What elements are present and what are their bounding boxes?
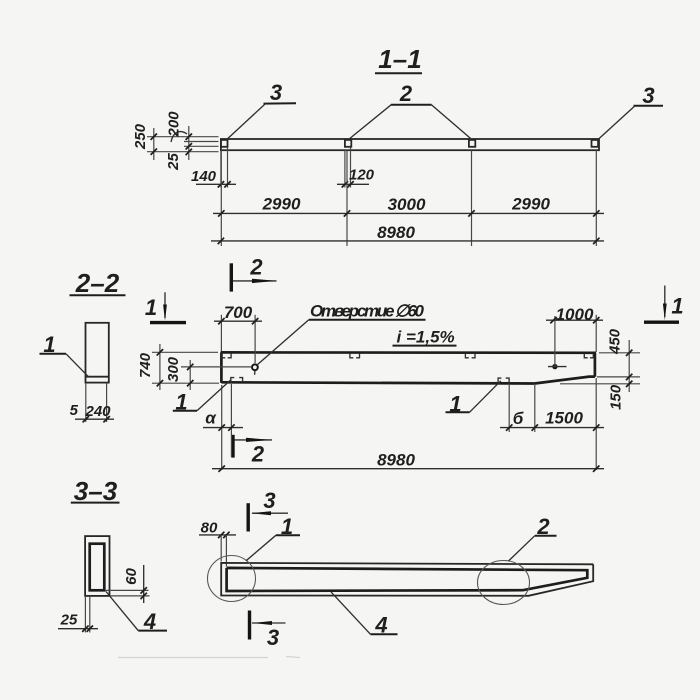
svg-text:1: 1 bbox=[671, 294, 683, 319]
svg-text:1500: 1500 bbox=[545, 409, 583, 428]
svg-text:2: 2 bbox=[249, 255, 263, 280]
svg-text:8980: 8980 bbox=[377, 223, 415, 242]
svg-text:25: 25 bbox=[165, 153, 182, 171]
svg-text:2: 2 bbox=[536, 514, 550, 539]
svg-text:1000: 1000 bbox=[556, 305, 594, 324]
svg-text:3: 3 bbox=[642, 83, 654, 108]
svg-text:3: 3 bbox=[263, 488, 275, 513]
svg-text:450: 450 bbox=[607, 328, 624, 355]
svg-text:4: 4 bbox=[143, 609, 156, 634]
svg-text:80: 80 bbox=[201, 520, 218, 537]
svg-text:300: 300 bbox=[165, 356, 182, 382]
svg-text:3: 3 bbox=[270, 80, 282, 105]
svg-text:60: 60 bbox=[123, 568, 140, 585]
svg-text:2990: 2990 bbox=[262, 195, 301, 214]
svg-text:б: б bbox=[513, 409, 524, 428]
svg-text:25: 25 bbox=[60, 612, 78, 629]
svg-text:α: α bbox=[205, 409, 217, 428]
svg-text:4: 4 bbox=[374, 613, 387, 638]
svg-text:2: 2 bbox=[251, 442, 265, 467]
svg-text:1–1: 1–1 bbox=[378, 44, 421, 74]
svg-text:1: 1 bbox=[145, 295, 157, 320]
svg-text:3: 3 bbox=[267, 625, 279, 650]
svg-text:1: 1 bbox=[449, 392, 461, 417]
svg-text:2990: 2990 bbox=[511, 195, 550, 214]
svg-text:120: 120 bbox=[349, 167, 375, 184]
svg-text:3000: 3000 bbox=[388, 195, 426, 214]
svg-text:1: 1 bbox=[43, 332, 55, 357]
svg-text:150: 150 bbox=[607, 384, 624, 410]
svg-text:i =1,5%: i =1,5% bbox=[397, 328, 455, 347]
svg-text:8980: 8980 bbox=[377, 451, 415, 470]
svg-text:2: 2 bbox=[399, 81, 413, 106]
svg-text:250: 250 bbox=[132, 123, 149, 150]
svg-text:2–2: 2–2 bbox=[75, 268, 120, 298]
svg-text:5: 5 bbox=[70, 402, 79, 419]
svg-text:3–3: 3–3 bbox=[74, 476, 118, 506]
svg-text:700: 700 bbox=[224, 303, 253, 322]
svg-text:200: 200 bbox=[166, 111, 183, 138]
svg-text:140: 140 bbox=[191, 168, 217, 185]
svg-text:240: 240 bbox=[84, 403, 111, 420]
svg-text:Отверстие ∅60: Отверстие ∅60 bbox=[310, 302, 425, 321]
svg-text:1: 1 bbox=[175, 390, 187, 415]
svg-text:740: 740 bbox=[137, 352, 154, 378]
svg-text:1: 1 bbox=[281, 514, 293, 539]
